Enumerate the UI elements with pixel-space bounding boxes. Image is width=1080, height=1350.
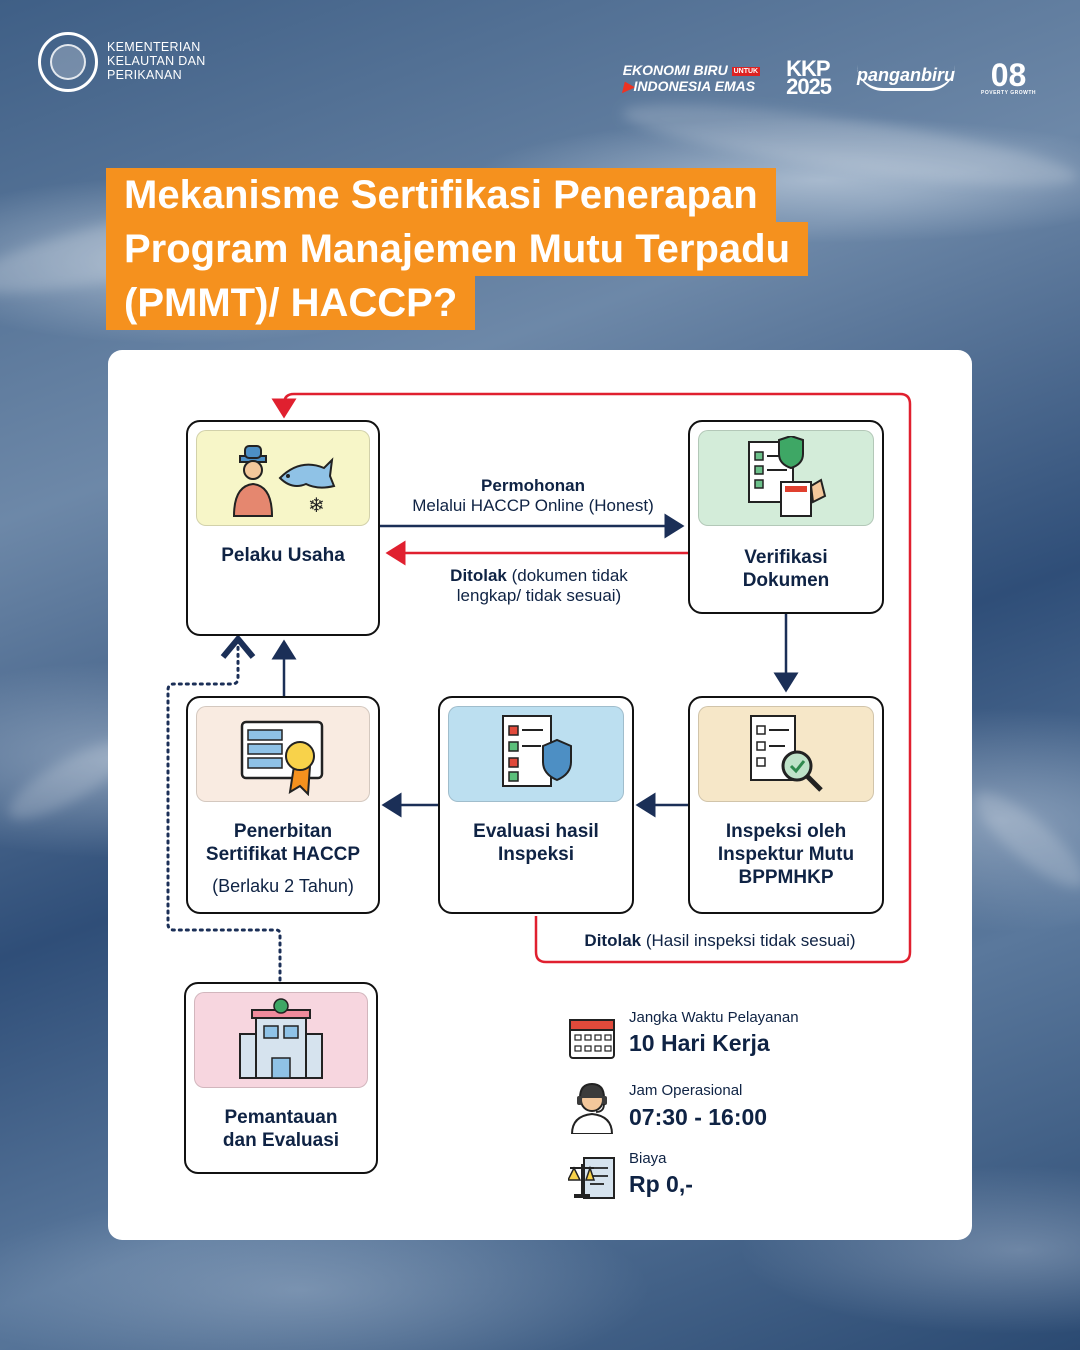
ministry-line: KEMENTERIAN: [107, 40, 201, 54]
year-text: 2025: [786, 74, 832, 99]
node-label-line: dan Evaluasi: [222, 1130, 340, 1151]
node-label: Pemantauan dan Evaluasi: [192, 1106, 370, 1152]
ekonomi-biru-text: EKONOMI BIRU: [622, 62, 728, 79]
node-pemantauan: Pemantauan dan Evaluasi: [184, 982, 378, 1174]
kkp-text: KKP: [786, 56, 830, 81]
flow-label-text: (dokumen tidak: [506, 566, 628, 585]
svg-text:❄: ❄: [308, 493, 325, 517]
node-label-line: Inspeksi: [497, 844, 575, 865]
ministry-line: KELAUTAN DAN: [107, 54, 206, 68]
node-label: Evaluasi hasil Inspeksi: [446, 820, 626, 866]
label-permohonan: Permohonan Melalui HACCP Online (Honest): [388, 476, 678, 516]
validity-note: (Berlaku 2 Tahun): [212, 876, 354, 896]
flow-label-text: lengkap/ tidak sesuai): [456, 586, 622, 605]
08-text: 08: [990, 57, 1027, 93]
info-jam-caption: Jam Operasional: [629, 1082, 743, 1099]
08-subtext: POVERTY GROWTH: [981, 90, 1036, 96]
ekonomi-biru-logo: EKONOMI BIRU UNTUK ▶INDONESIA EMAS: [622, 62, 761, 94]
panganbiru-logo: panganbiru: [857, 65, 956, 91]
inspection-magnifier-icon: [750, 715, 823, 792]
node-evaluasi: Evaluasi hasil Inspeksi: [438, 696, 634, 914]
document-check-icon: [748, 436, 827, 517]
08-logo: 08 POVERTY GROWTH: [981, 57, 1036, 96]
flow-label-text: Melalui HACCP Online (Honest): [412, 496, 654, 515]
art-pelaku: ❄: [196, 430, 370, 526]
art-verifikasi: [698, 430, 874, 526]
page-title-line-2: Program Manajemen Mutu Terpadu: [106, 222, 809, 276]
brand-logos: EKONOMI BIRU UNTUK ▶INDONESIA EMAS KKP 2…: [622, 56, 1036, 99]
indonesia-emas-text: INDONESIA EMAS: [633, 77, 756, 94]
checklist-shield-icon: [502, 715, 572, 787]
node-label: Pelaku Usaha: [221, 545, 345, 566]
node-verifikasi-dokumen: Verifikasi Dokumen: [688, 420, 884, 614]
node-label-line: Evaluasi hasil: [473, 821, 599, 842]
art-evaluasi: [448, 706, 624, 802]
label-ditolak-inspeksi: Ditolak (Hasil inspeksi tidak sesuai): [564, 931, 876, 951]
page-title-line-3: (PMMT)/ HACCP?: [106, 276, 476, 330]
node-label-line: Inspektur Mutu: [717, 844, 855, 865]
info-biaya-value: Rp 0,-: [629, 1171, 693, 1197]
art-inspeksi: [698, 706, 874, 802]
node-penerbitan-sertifikat: Penerbitan Sertifikat HACCP (Berlaku 2 T…: [186, 696, 380, 914]
page-title-line-1: Mekanisme Sertifikasi Penerapan: [106, 168, 776, 222]
node-label-line: Pemantauan: [224, 1107, 338, 1128]
calendar-icon: [569, 1019, 615, 1059]
art-penerbitan: [196, 706, 370, 802]
building-icon: [239, 998, 323, 1079]
label-ditolak-dokumen: Ditolak (dokumen tidak lengkap/ tidak se…: [404, 566, 674, 606]
node-pelaku-usaha: ❄ Pelaku Usaha: [186, 420, 380, 636]
flow-arrows: [166, 392, 912, 982]
node-label-line: Penerbitan: [233, 821, 333, 842]
info-waktu-value: 10 Hari Kerja: [629, 1030, 770, 1056]
certificate-icon: [240, 720, 324, 796]
ministry-line: PERIKANAN: [107, 68, 182, 82]
node-label-line: Verifikasi: [744, 547, 828, 568]
node-label-line: Inspeksi oleh: [725, 821, 847, 842]
art-pemantauan: [194, 992, 368, 1088]
info-waktu-caption: Jangka Waktu Pelayanan: [629, 1009, 799, 1026]
node-label: Inspeksi oleh Inspektur Mutu BPPMHKP: [696, 820, 876, 889]
kkp-logo: [38, 32, 98, 92]
flow-label-bold: Ditolak: [584, 931, 642, 950]
flow-label-bold: Ditolak: [450, 566, 507, 585]
node-label: Verifikasi Dokumen: [696, 546, 876, 592]
scale-document-icon: [568, 1157, 615, 1199]
headset-operator-icon: [570, 1082, 614, 1134]
ekonomi-biru-tag: UNTUK: [731, 66, 761, 76]
kkp-2025-logo: KKP 2025: [786, 56, 832, 99]
info-jam-value: 07:30 - 16:00: [629, 1104, 768, 1130]
node-label-line: BPPMHKP: [738, 867, 834, 888]
node-label-line: Sertifikat HACCP: [205, 844, 361, 865]
flow-card: ❄ Pelaku Usaha Verifikasi Dokumen: [108, 350, 972, 1240]
node-label: Penerbitan Sertifikat HACCP: [194, 820, 372, 866]
arrow-pemantauan-dotted: [166, 634, 282, 982]
fisherman-fish-icon: ❄: [232, 445, 336, 517]
ministry-name: KEMENTERIAN KELAUTAN DAN PERIKANAN: [107, 40, 206, 82]
arrow-ditolak-inspeksi: [271, 392, 912, 964]
node-inspeksi: Inspeksi oleh Inspektur Mutu BPPMHKP: [688, 696, 884, 914]
node-label-line: Dokumen: [742, 570, 830, 591]
flow-label-bold: Permohonan: [481, 476, 585, 495]
flow-label-text: (Hasil inspeksi tidak sesuai): [641, 931, 856, 950]
info-biaya-caption: Biaya: [629, 1150, 667, 1167]
